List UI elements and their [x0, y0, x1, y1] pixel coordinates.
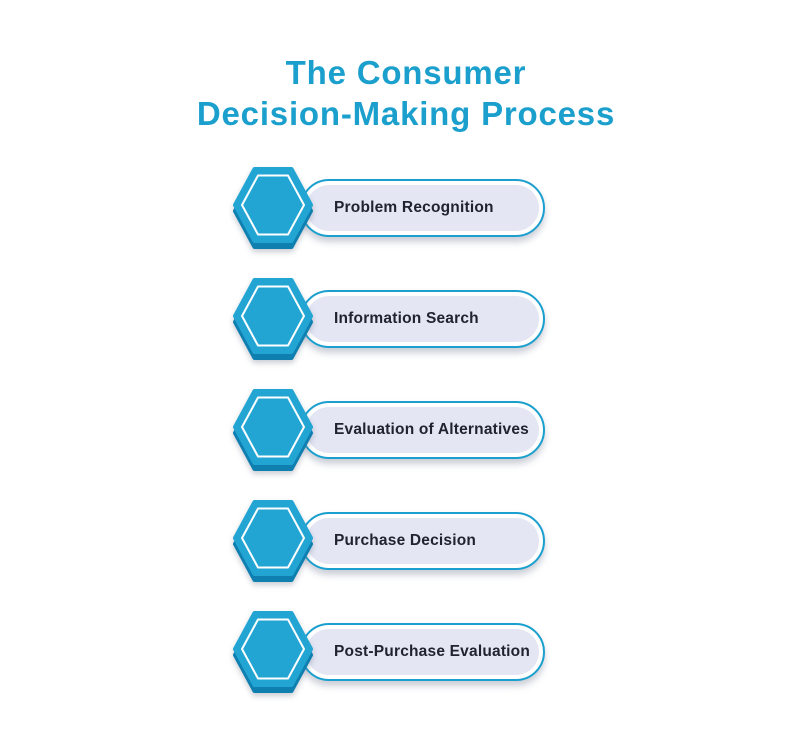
- step-hexagon: [233, 276, 313, 363]
- hexagon-body: [233, 500, 313, 576]
- step-label-pill-inner: Purchase Decision: [306, 518, 539, 564]
- step-label-pill: Post-Purchase Evaluation: [300, 623, 545, 681]
- step-label-pill-inner: Evaluation of Alternatives: [306, 407, 539, 453]
- step-label: Problem Recognition: [334, 199, 494, 216]
- step-hexagon: [233, 498, 313, 585]
- process-step: Information Search: [233, 278, 545, 360]
- process-step: Purchase Decision: [233, 500, 545, 582]
- step-hexagon: [233, 609, 313, 696]
- step-label-pill: Problem Recognition: [300, 179, 545, 237]
- step-label-pill: Purchase Decision: [300, 512, 545, 570]
- process-step: Problem Recognition: [233, 167, 545, 249]
- page-title-line1: The Consumer: [285, 54, 527, 91]
- step-label: Information Search: [334, 310, 479, 327]
- process-step: Post-Purchase Evaluation: [233, 611, 545, 693]
- step-hexagon: [233, 387, 313, 474]
- page-title: The Consumer Decision-Making Process: [0, 52, 812, 134]
- hexagon-body: [233, 278, 313, 354]
- step-hexagon: [233, 165, 313, 252]
- hexagon-inner-outline: [241, 396, 305, 458]
- hexagon-body: [233, 389, 313, 465]
- hexagon-inner-outline: [241, 285, 305, 347]
- step-label-pill: Evaluation of Alternatives: [300, 401, 545, 459]
- hexagon-inner-outline: [241, 507, 305, 569]
- step-label-pill-inner: Post-Purchase Evaluation: [306, 629, 539, 675]
- hexagon-body: [233, 611, 313, 687]
- step-label: Evaluation of Alternatives: [334, 421, 529, 438]
- process-step: Evaluation of Alternatives: [233, 389, 545, 471]
- step-label: Post-Purchase Evaluation: [334, 643, 531, 660]
- hexagon-inner-outline: [241, 174, 305, 236]
- step-label-pill: Information Search: [300, 290, 545, 348]
- hexagon-body: [233, 167, 313, 243]
- step-label-pill-inner: Problem Recognition: [306, 185, 539, 231]
- hexagon-inner-outline: [241, 618, 305, 680]
- step-label: Purchase Decision: [334, 532, 477, 549]
- step-label-pill-inner: Information Search: [306, 296, 539, 342]
- steps-list: Problem Recognition Information Search: [233, 167, 545, 693]
- page-title-line2: Decision-Making Process: [196, 95, 616, 132]
